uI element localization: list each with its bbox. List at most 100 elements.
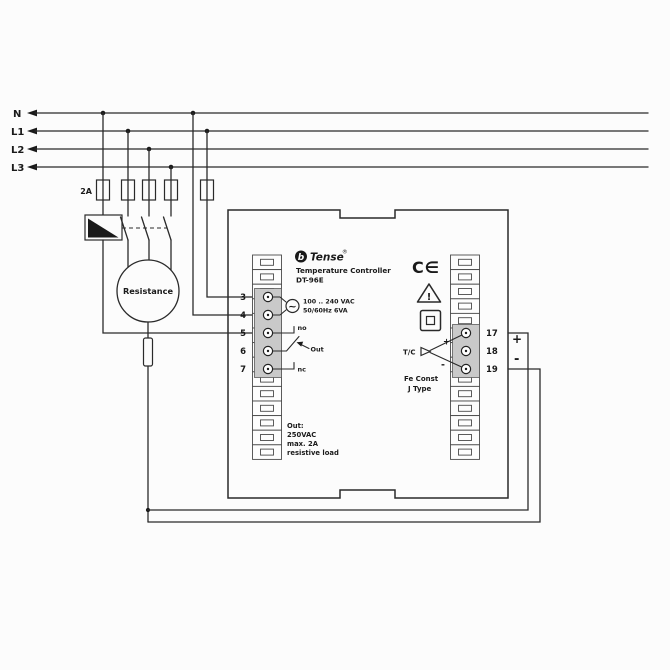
controller-title: Temperature Controller	[296, 266, 391, 275]
heater-group: Resistance	[116, 259, 180, 323]
terminal-points	[262, 291, 472, 375]
bus-label-l2: L2	[11, 145, 24, 156]
thermocouple-sleeve	[142, 337, 154, 367]
relay-out-label: Out	[311, 346, 324, 354]
tc-junction-icon	[420, 346, 432, 357]
fuse-supply	[199, 179, 215, 201]
terminal-label-6: 6	[240, 347, 246, 357]
fuse-l1	[120, 179, 136, 201]
terminal-dot	[266, 349, 270, 353]
brand-name: Tense	[310, 252, 344, 264]
terminal-strip-cell-inner	[458, 390, 472, 398]
terminal-strip-cell-inner	[458, 258, 472, 266]
relay-nc-wire	[267, 361, 295, 370]
ac-supply-symbol	[285, 298, 300, 314]
power-bus: N L1 L2 L3	[11, 109, 649, 174]
tc-internal-plus-wire	[429, 332, 467, 352]
controller-model: DT-96E	[296, 276, 324, 285]
terminal-strip-cell-inner	[458, 419, 472, 427]
tc-label: T/C	[403, 349, 415, 357]
coil-branch: 2A	[80, 112, 269, 334]
tc-wire-plus	[147, 332, 529, 511]
relay-output-symbol: no Out nc	[267, 324, 324, 374]
bus-arrow-l1-icon	[27, 127, 37, 135]
fuse-l2	[141, 179, 157, 201]
ce-mark: C∈	[412, 258, 440, 277]
tc-internal-plus-label: +	[443, 338, 450, 348]
tc-internal-minus-label: -	[441, 360, 445, 371]
ac-symbol-glyph: ~	[288, 302, 296, 313]
terminal-strip-cell-inner	[260, 434, 274, 441]
fuse-2a-label: 2A	[80, 187, 93, 196]
terminal-strip-cell-inner	[260, 258, 274, 266]
terminal-strip-cell-inner	[458, 404, 472, 412]
terminal-strip-cell-inner	[260, 273, 274, 281]
terminal-strip-cell-inner	[458, 273, 472, 281]
output-note-line4: resistive load	[287, 449, 339, 457]
tc-input-symbol: T/C + - Fe Const J Type	[403, 332, 467, 393]
coil-to-relay-wire	[102, 239, 269, 334]
relay-common-wire	[267, 335, 300, 352]
coil-triangle-icon	[88, 218, 119, 238]
heater-label: Resistance	[123, 286, 174, 296]
bus-arrow-l3-icon	[27, 163, 37, 171]
terminal-label-4: 4	[240, 311, 246, 321]
terminal-strip-cell-inner	[458, 434, 472, 441]
tc-type-line1: Fe Const	[404, 375, 439, 383]
terminal-numbers: 3 4 5 6 7 17 18 19	[240, 293, 498, 375]
bus-arrow-n-icon	[27, 109, 37, 117]
terminal-dot	[266, 295, 270, 299]
output-note-line1: Out:	[287, 422, 304, 430]
bus-label-n: N	[13, 109, 21, 120]
supply-wire-l1	[206, 130, 269, 298]
terminal-dot	[464, 331, 468, 335]
relay-no-label: no	[298, 324, 308, 332]
output-note-line3: max. 2A	[287, 440, 319, 448]
relay-nc-label: nc	[298, 366, 307, 374]
terminal-label-17: 17	[486, 329, 498, 339]
terminal-strip-cell-inner	[458, 302, 472, 310]
class-ii-inner-icon	[425, 315, 436, 326]
bus-label-l1: L1	[11, 127, 24, 138]
terminal-dot	[266, 313, 270, 317]
fuse-2a	[95, 179, 111, 201]
class-ii-outer-icon	[419, 309, 442, 332]
controller-outline	[227, 209, 509, 499]
bus-label-l3: L3	[11, 163, 24, 174]
supply-rating-2: 50/60Hz 6VA	[303, 308, 348, 315]
terminal-strip-cell-inner	[260, 404, 274, 412]
certification-marks: C∈ !	[412, 258, 442, 332]
fuse-l3	[163, 179, 179, 201]
relay-out-arrowhead-icon	[296, 341, 304, 347]
registered-mark: ®	[342, 249, 348, 256]
terminal-label-18: 18	[486, 347, 498, 357]
phase-branches	[119, 130, 179, 271]
output-note-line2: 250VAC	[287, 431, 316, 439]
terminal-strip-cell-inner	[458, 288, 472, 295]
controller-branding: b Tense ® Temperature Controller DT-96E	[295, 249, 391, 285]
terminal-strip-cell-inner	[458, 317, 472, 325]
relay-no-wire	[267, 325, 295, 334]
controller-supply-wires	[192, 112, 269, 316]
contact-arm-l3	[162, 216, 172, 241]
tc-plus-label: +	[512, 332, 522, 346]
terminal-label-19: 19	[486, 365, 498, 375]
terminal-dot	[266, 367, 270, 371]
terminal-strip-cell-inner	[458, 448, 472, 456]
warning-triangle-icon	[416, 283, 442, 303]
supply-wire-n	[192, 112, 269, 316]
terminal-label-7: 7	[240, 365, 246, 375]
terminal-label-5: 5	[240, 329, 246, 339]
brand-logo-icon	[295, 250, 307, 263]
terminal-strip-cell-inner	[260, 419, 274, 427]
brand-logo-letter: b	[298, 253, 305, 263]
tc-type-line2: J Type	[407, 385, 432, 393]
terminal-dot	[464, 367, 468, 371]
thermocouple-run: + -	[142, 321, 541, 523]
terminal-dot	[266, 331, 270, 335]
terminal-dot	[464, 349, 468, 353]
tc-internal-minus-wire	[429, 351, 467, 370]
tc-wire-minus	[147, 368, 541, 523]
